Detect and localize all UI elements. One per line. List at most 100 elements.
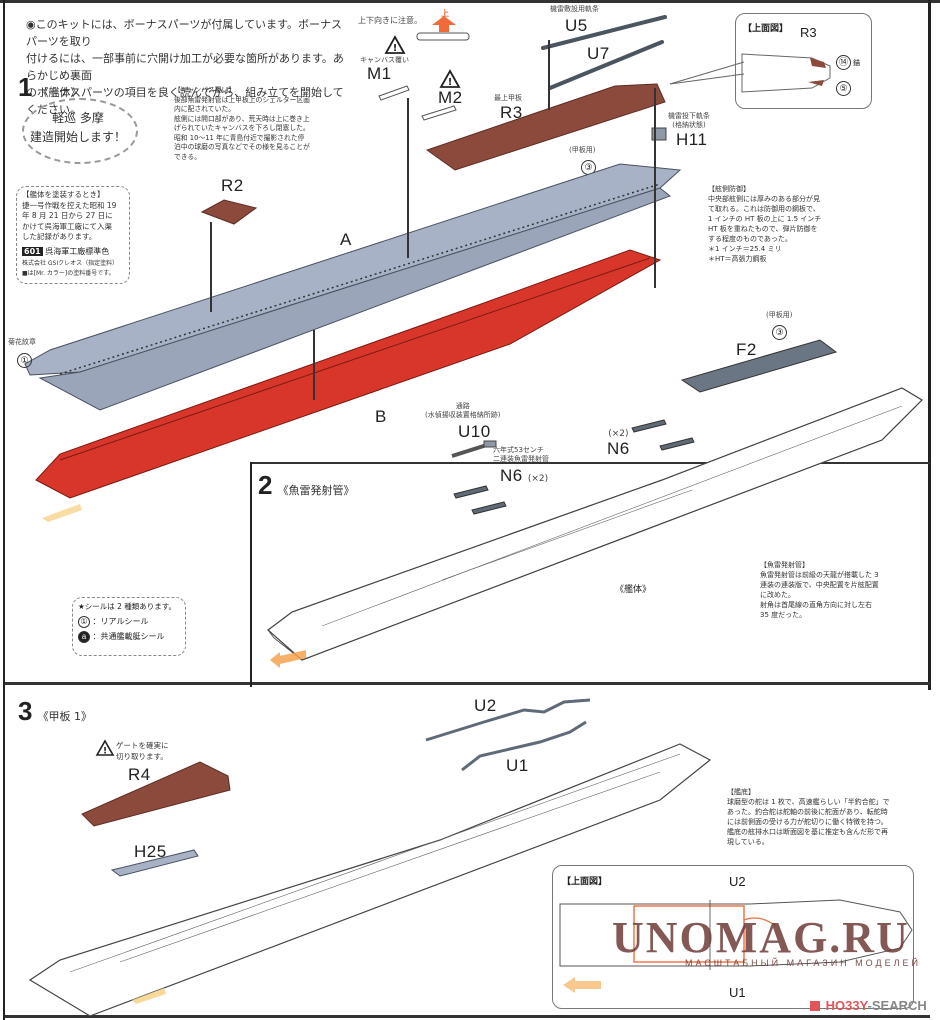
part-r3-deck [425,83,666,171]
part-label-h11: H11 [676,130,708,149]
hull-assembled-step3 [28,743,712,1017]
part-label-u1: U1 [506,756,529,775]
n6-right-label-group: (×2) N6 [607,430,630,459]
paint-color-row: 601 呉海軍工廠標準色 [22,246,130,257]
paint-footnote: ■は[Mr. カラー]の塗料番号です。 [22,270,115,277]
paint-maker: 株式会社 GSIクレオス（指定塗料） [22,259,119,267]
u-top-view-lower: U1 [729,985,746,1000]
step2-divider [5,682,930,685]
gate-caution: ゲートを確実に 切り取ります。 [116,741,169,761]
direction-arrow-step1 [42,504,82,522]
seal-heading: ★シールは 2 種類あります。 [78,602,177,611]
part-r2 [200,199,258,225]
seal-item-common: a ：共通艦載艇シール [78,631,176,643]
part-m1 [378,85,410,101]
hobbysearch-credit: HO33Y-SEARCH [810,998,927,1013]
u-top-view-box [552,865,914,1009]
direction-arrow-step2 [270,650,306,668]
hobbysearch-logo-icon [810,1001,820,1011]
up-label: 上 [441,9,449,18]
part-h25 [110,849,199,877]
bottom-note: 【艦底】 球磨型の舵は 1 枚で、高速艦らしい「半釣合舵」で あった。釣合舵は舵… [727,788,890,846]
step-title: 《甲板 1》 [37,710,93,723]
right-rule [928,0,931,690]
part-label-u2: U2 [474,696,497,715]
seal-item-real: ① ：リアルシール [78,616,176,628]
part-n6-right-a [631,419,667,433]
hull-assembled-step2 [267,387,923,661]
canvas-note: 【キャンバス覆い】 後部魚雷発射管は上甲板上のシェルター区画 内に配されていた。… [174,86,310,161]
part-label-n6-left: N6 [500,466,523,485]
svg-text:!: ! [393,43,398,54]
m2-preview [416,32,470,41]
f2-callout-number: ③ [772,320,787,340]
part-label-u7: U7 [587,44,610,63]
color-code-badge: 601 [22,246,43,256]
n6-left-caption: 六年式53センチ 二連装魚雷発射管 [493,446,549,463]
r3-top-view-label: 【上面図】 [743,24,789,34]
step2-left-rule [250,462,252,687]
r3-caption: 最上甲板 [494,94,522,102]
part-label-n6-right: N6 [607,439,630,458]
emblem-callout-number: ① [17,348,32,368]
r3-top-view-part: R3 [800,25,817,40]
svg-text:!: ! [103,747,107,757]
part-label-b: B [375,407,387,426]
part-label-m1: M1 [367,64,392,83]
up-arrow-icon [432,16,456,32]
n6-left-qty: (×2) [527,474,549,484]
leader-line [654,88,656,288]
start-bubble-text: 軽巡 多摩 建造開始します！ [29,111,126,144]
part-u7-rail [548,40,664,90]
n6-right-qty: (×2) [608,429,629,439]
part-label-r2: R2 [221,176,244,195]
part-m2 [421,105,457,121]
leader-line [548,40,550,110]
armor-note: 【舷側防御】 中央部舷側には厚みのある部分が見 て取れる。これは防御用の鋼板で、… [708,185,822,263]
paint-heading: 【艦体を塗装するとき】 [22,190,105,199]
u-top-view-drawing [559,899,913,970]
part-n6-right-b [659,437,695,451]
step2-top-rule [250,462,930,464]
part-label-r4: R4 [128,765,151,784]
paint-box-content: 【艦体を塗装するとき】 捷一号作戦を控えた昭和 19 年 8 月 21 日から … [22,190,130,280]
u10-caption: 通路 (水偵揚収装置格納所跡) [425,402,501,419]
seal-box-content: ★シールは 2 種類あります。 ① ：リアルシール a ：共通艦載艇シール [78,601,176,643]
bottom-rule [5,1015,930,1018]
warning-icon: ! [384,35,406,54]
u5-caption: 機雷敷設用軌条 [550,5,599,13]
left-rule [3,0,5,1020]
emblem-callout-caption: 菊花紋章 [8,338,36,346]
part-label-u5: U5 [565,16,588,35]
h11-caption: 機雷投下軌条 (格納状態) [668,112,710,129]
part-label-m2: M2 [438,88,463,107]
seal-box [72,597,186,656]
step-number: 3 [18,696,33,726]
leader-line [407,98,409,258]
warning-icon-gate: ! [95,739,115,757]
paint-body: 捷一号作戦を控えた昭和 19 年 8 月 21 日から 27 日に かけて呉海軍… [22,200,117,242]
part-h11 [651,127,667,141]
part-u1-rail [461,720,587,772]
leader-line [210,222,212,312]
f2-deck-caption: (甲板用) [766,311,793,319]
paint-box [16,186,130,284]
part-u2-rail [425,698,591,742]
part-u10 [451,440,497,458]
watermark-main: UNOMAG.RU [612,913,910,962]
n6-left-label-group: N6 (×2) [500,466,548,486]
deck-callout-caption: (甲板用) [569,146,596,154]
part-u5-rail [541,15,667,50]
hull-a-upper [24,163,682,411]
u-top-view-upper: U2 [729,874,746,889]
leader-line [313,330,315,400]
step-number: 1 [18,72,33,102]
torpedo-note: 【魚雷発射管】 魚雷発射管は前級の天龍が搭載した 3 連装の連装版で、中央配置を… [760,561,879,619]
top-rule [0,0,940,3]
color-name: 呉海軍工廠標準色 [45,246,110,256]
step2-header: 2 《魚雷発射管》 [258,470,355,501]
part-label-u10: U10 [458,422,491,441]
part-label-h25: H25 [134,842,167,861]
top-view-callout-5: ⑤ [836,76,851,96]
